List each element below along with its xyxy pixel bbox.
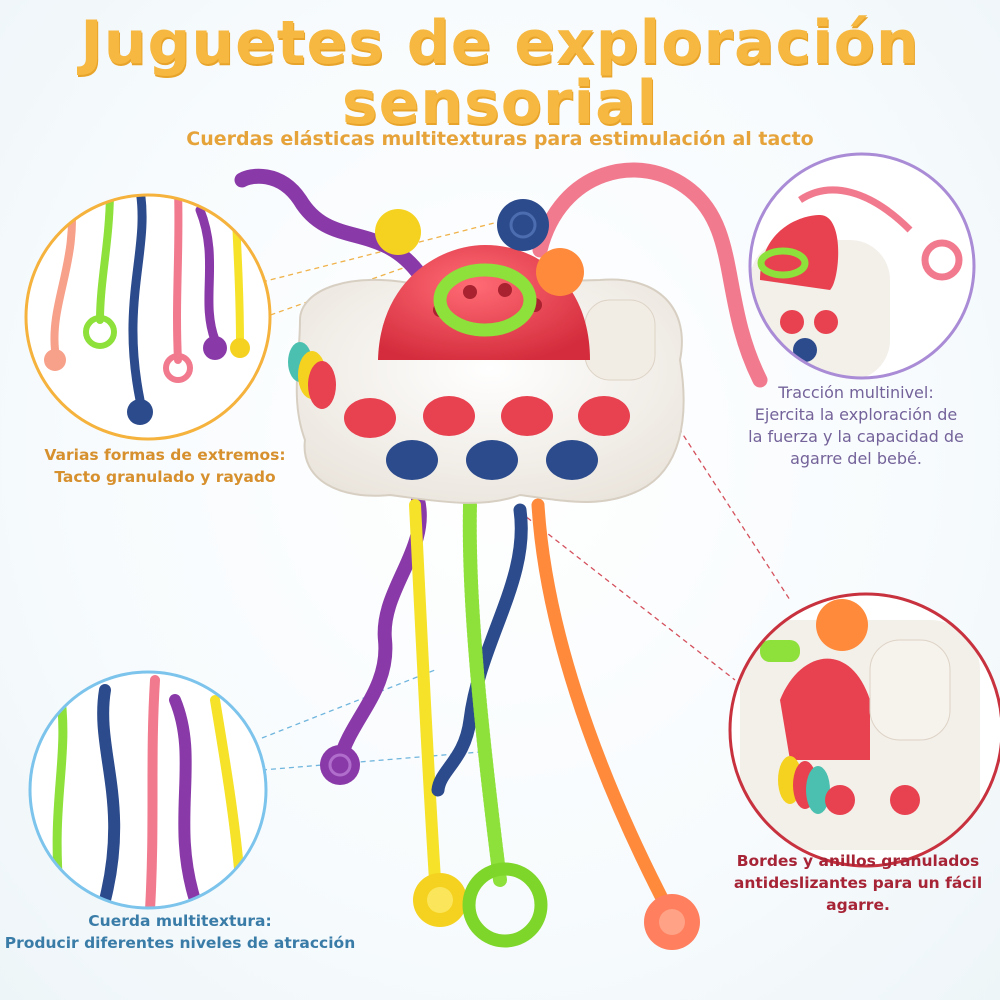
- label-grip-edges-line-1: Bordes y anillos granulados: [736, 852, 980, 870]
- inset-right-pull: [748, 152, 976, 380]
- rope-pink: [532, 162, 768, 388]
- label-end-shapes: Varias formas de extremos: Tacto granula…: [20, 444, 310, 488]
- page-subtitle: Cuerdas elásticas multitexturas para est…: [186, 128, 814, 150]
- page-title-line-1: Juguetes de exploración: [80, 8, 920, 78]
- label-multitexture-rope-line-1: Cuerda multitextura:: [88, 912, 272, 930]
- label-multilevel-pull-line-1: Tracción multinivel:: [778, 383, 934, 402]
- label-multilevel-pull: Tracción multinivel: Ejercita la explora…: [720, 382, 992, 470]
- pop-buttons-red: [344, 396, 630, 438]
- rope-ends: [413, 862, 700, 950]
- hanging-ropes: [234, 162, 768, 917]
- label-multitexture-rope-line-2: Producir diferentes niveles de atracción: [4, 934, 356, 952]
- yellow-flower: [375, 209, 421, 255]
- orange-flower: [536, 248, 584, 296]
- rope-yellow: [409, 499, 441, 886]
- label-multitexture-rope: Cuerda multitextura: Producir diferentes…: [0, 910, 360, 954]
- page-title-line-2: sensorial: [341, 68, 659, 138]
- callout-line-bottom-upper: [261, 669, 436, 739]
- ring-end-green: [462, 862, 548, 948]
- label-multilevel-pull-line-4: agarre del bebé.: [790, 449, 922, 468]
- rope-purple: [333, 493, 427, 767]
- callout-line-right-top: [624, 344, 791, 601]
- pop-buttons-blue: [386, 440, 598, 480]
- callout-line-bottom-lower: [261, 751, 481, 771]
- toy-body: [288, 199, 685, 504]
- blue-knob: [497, 199, 549, 251]
- inset-left-rope-ends: [24, 193, 272, 441]
- rope-end-purple-disc: [320, 745, 360, 785]
- inset-bottom-right-grips: [728, 592, 1000, 868]
- texture-pad: [584, 299, 656, 381]
- label-grip-edges-line-3: agarre.: [826, 896, 890, 914]
- green-ring-dome: [433, 263, 537, 337]
- label-end-shapes-line-1: Varias formas de extremos:: [44, 446, 286, 464]
- label-grip-edges-line-2: antideslizantes para un fácil: [733, 874, 983, 892]
- callout-line-right-bottom: [519, 511, 736, 681]
- label-end-shapes-line-2: Tacto granulado y rayado: [54, 468, 276, 486]
- inset-bottom-left-ropes: [28, 670, 268, 910]
- callout-lines: [261, 221, 791, 771]
- rope-orange: [531, 498, 675, 917]
- label-multilevel-pull-line-3: la fuerza y la capacidad de: [748, 427, 964, 446]
- label-grip-edges: Bordes y anillos granulados antideslizan…: [716, 850, 1000, 916]
- label-multilevel-pull-line-2: Ejercita la exploración de: [754, 405, 958, 424]
- callout-line-left-top: [261, 221, 499, 283]
- side-ring-stack: [288, 342, 336, 409]
